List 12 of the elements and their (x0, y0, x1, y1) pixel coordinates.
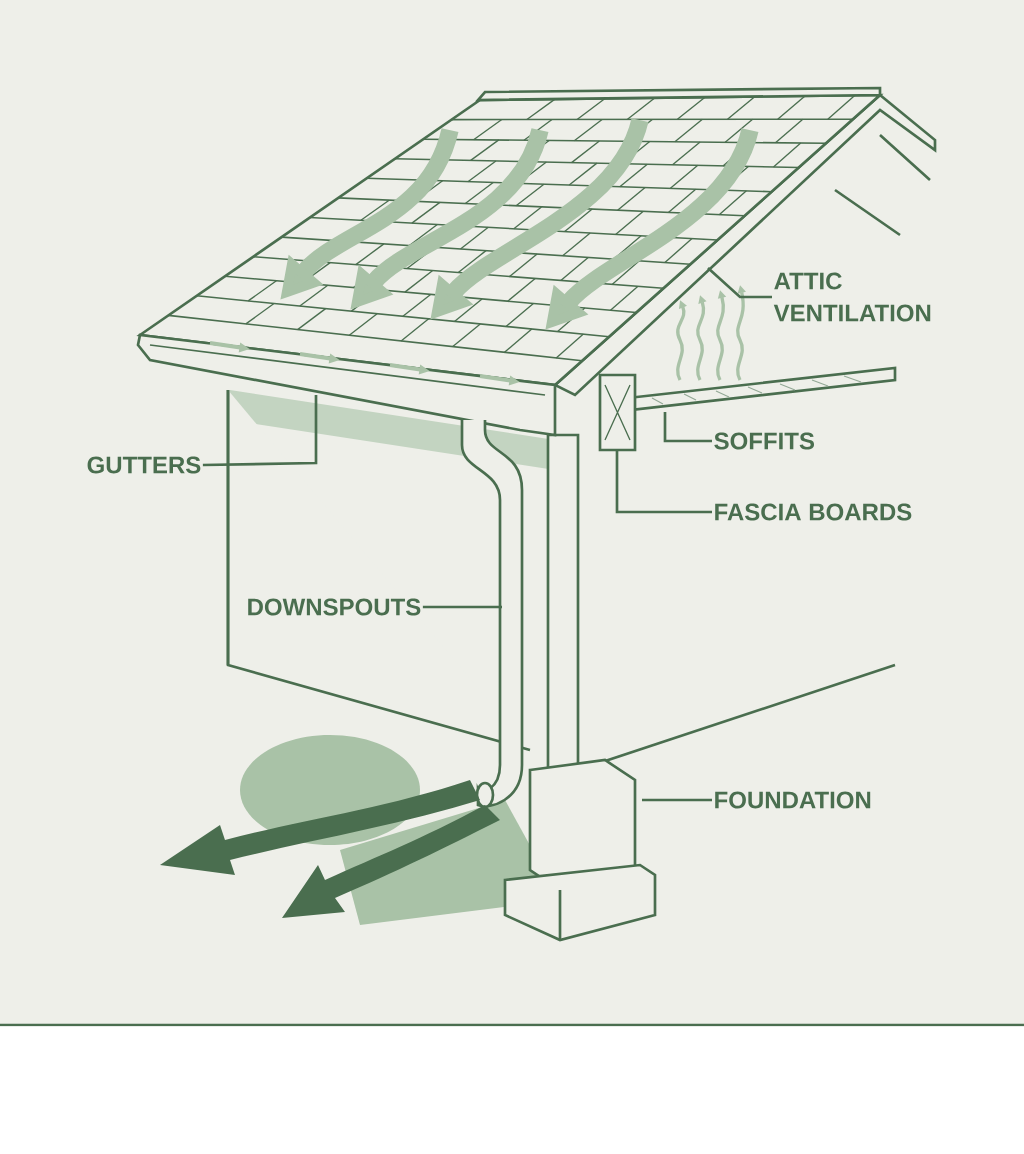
leader-line (422, 605, 502, 609)
leader-line (663, 412, 712, 443)
leader-line (642, 798, 712, 802)
part-label: GUTTERS (87, 456, 201, 474)
leader-line (615, 450, 712, 514)
leader-line (202, 395, 318, 467)
part-label: FOUNDATION (715, 791, 871, 809)
part-label: FASCIA BOARDS (715, 503, 912, 521)
leader-line (707, 267, 772, 299)
part-label: ATTIC VENTILATION (773, 272, 931, 322)
part-label: SOFFITS (714, 432, 814, 450)
part-label: DOWNSPOUTS (248, 598, 421, 616)
